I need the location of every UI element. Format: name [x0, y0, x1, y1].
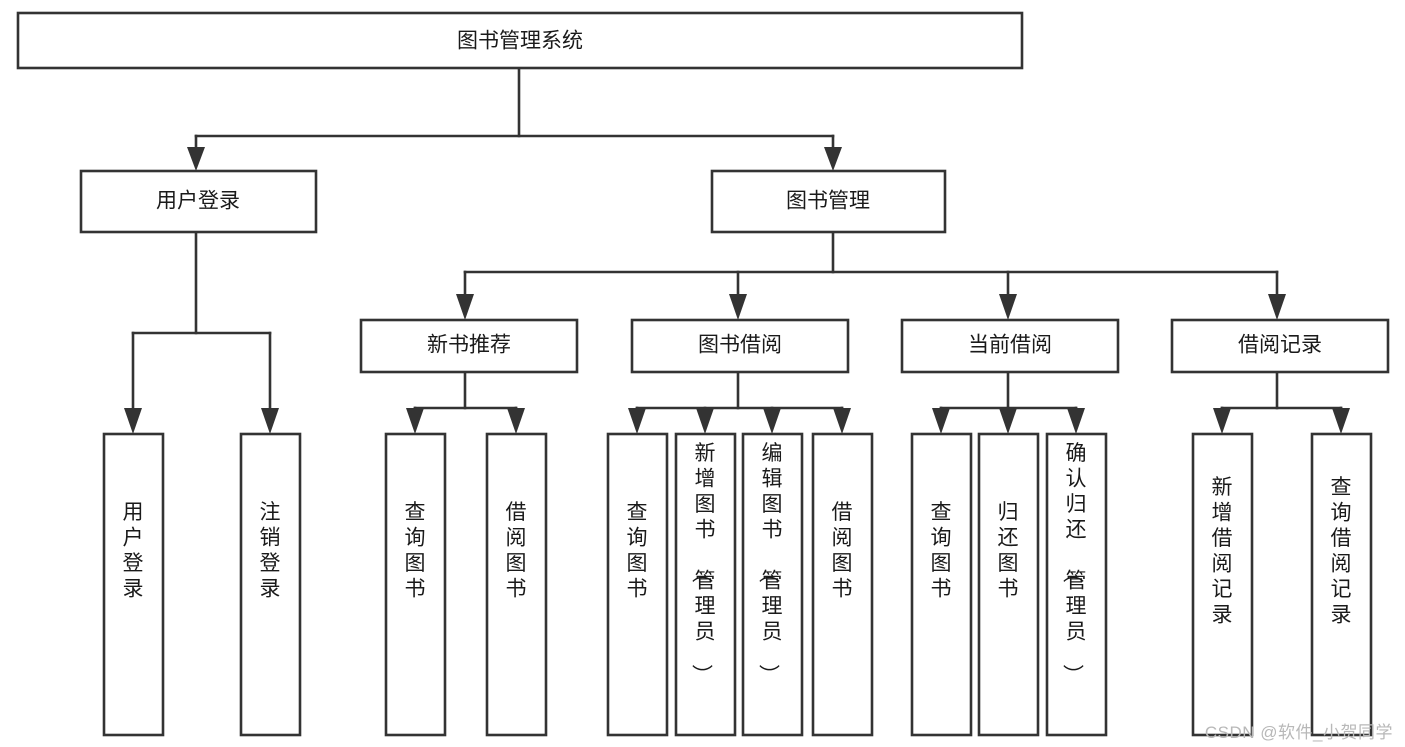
leaf-user-login-box[interactable] — [102, 432, 165, 737]
leaf-return-book[interactable]: 归还图书 — [977, 432, 1040, 737]
connector-book-mgmt-to-level3 — [456, 230, 1286, 320]
node-book-management-box[interactable] — [710, 169, 947, 234]
leaf-add-book-label: 新增图书（管理员） — [690, 442, 716, 685]
node-current-borrow-box[interactable] — [900, 318, 1120, 374]
arrow-to-leaf-borrow-book-2 — [833, 408, 851, 434]
leaf-borrow-book-newbook-label: 借阅图书 — [506, 501, 527, 601]
node-borrow-records-box[interactable] — [1170, 318, 1390, 374]
leaf-query-book-current[interactable]: 查询图书 — [910, 432, 973, 737]
arrow-to-book-borrow — [729, 294, 747, 320]
leaf-query-book-borrow-box[interactable] — [606, 432, 669, 737]
node-new-book-recommend-label: 新书推荐 — [427, 334, 511, 357]
leaf-borrow-book-newbook[interactable]: 借阅图书 — [485, 432, 548, 737]
leaf-query-book-borrow-label: 查询图书 — [627, 501, 648, 601]
connector-root-to-level2 — [187, 66, 842, 171]
arrow-to-leaf-add-record — [1213, 408, 1231, 434]
arrow-to-book-mgmt — [824, 147, 842, 171]
node-new-book-recommend-box[interactable] — [359, 318, 579, 374]
node-book-borrow[interactable]: 图书借阅 — [630, 318, 850, 374]
leaf-query-book-newbook[interactable]: 查询图书 — [384, 432, 447, 737]
node-borrow-records-label: 借阅记录 — [1238, 334, 1322, 357]
leaf-return-book-label: 归还图书 — [998, 501, 1019, 601]
leaf-confirm-return[interactable]: 确认归还（管理员） — [1045, 432, 1108, 737]
arrow-to-leaf-return-book — [999, 408, 1017, 434]
leaf-user-login[interactable]: 用户登录 — [102, 432, 165, 737]
leaf-add-borrow-record-box[interactable] — [1191, 432, 1254, 737]
leaf-confirm-return-label: 确认归还（管理员） — [1061, 442, 1087, 685]
node-current-borrow-label: 当前借阅 — [968, 334, 1052, 357]
leaf-return-book-box[interactable] — [977, 432, 1040, 737]
leaf-logout[interactable]: 注销登录 — [239, 432, 302, 737]
node-root-box[interactable] — [16, 11, 1024, 70]
leaf-query-book-current-label: 查询图书 — [931, 501, 952, 601]
arrow-to-user-login — [187, 147, 205, 171]
watermark-label: CSDN @软件_小贺同学 — [1204, 723, 1393, 742]
arrow-to-leaf-query-book-2 — [628, 408, 646, 434]
node-user-login-label: 用户登录 — [156, 190, 240, 213]
leaf-query-borrow-record-label: 查询借阅记录 — [1331, 476, 1352, 627]
arrow-to-leaf-query-book-3 — [932, 408, 950, 434]
connector-user-login-to-leaves — [124, 230, 279, 434]
arrow-to-current-borrow — [999, 294, 1017, 320]
arrow-to-leaf-user-login — [124, 408, 142, 434]
node-book-borrow-label: 图书借阅 — [698, 334, 782, 357]
arrow-to-leaf-logout — [261, 408, 279, 434]
node-book-borrow-box[interactable] — [630, 318, 850, 374]
leaf-edit-book[interactable]: 编辑图书（管理员） — [741, 432, 804, 737]
arrow-to-leaf-query-record — [1332, 408, 1350, 434]
node-borrow-records[interactable]: 借阅记录 — [1170, 318, 1390, 374]
arrow-to-new-book-rec — [456, 294, 474, 320]
leaf-query-borrow-record-box[interactable] — [1310, 432, 1373, 737]
arrow-to-leaf-confirm-return — [1067, 408, 1085, 434]
leaf-logout-box[interactable] — [239, 432, 302, 737]
leaf-add-book-box[interactable] — [674, 432, 737, 737]
connector-current-borrow-to-leaves — [932, 370, 1085, 434]
leaf-user-login-label: 用户登录 — [123, 501, 144, 601]
node-user-login-box[interactable] — [79, 169, 318, 234]
leaf-edit-book-box[interactable] — [741, 432, 804, 737]
leaf-edit-book-label: 编辑图书（管理员） — [757, 442, 783, 685]
connector-new-book-rec-to-leaves — [406, 370, 525, 434]
connector-borrow-records-to-leaves — [1213, 370, 1350, 434]
leaf-query-borrow-record[interactable]: 查询借阅记录 — [1310, 432, 1373, 737]
arrow-to-leaf-add-book — [696, 408, 714, 434]
leaf-query-book-newbook-box[interactable] — [384, 432, 447, 737]
leaf-borrow-book-newbook-box[interactable] — [485, 432, 548, 737]
connector-book-borrow-to-leaves — [628, 370, 851, 434]
leaf-borrow-book-borrow[interactable]: 借阅图书 — [811, 432, 874, 737]
leaf-query-book-newbook-label: 查询图书 — [405, 501, 426, 601]
node-book-management[interactable]: 图书管理 — [710, 169, 947, 234]
leaf-logout-label: 注销登录 — [260, 501, 281, 601]
leaf-borrow-book-borrow-box[interactable] — [811, 432, 874, 737]
leaf-borrow-book-borrow-label: 借阅图书 — [832, 501, 853, 601]
node-new-book-recommend[interactable]: 新书推荐 — [359, 318, 579, 374]
leaf-confirm-return-box[interactable] — [1045, 432, 1108, 737]
arrow-to-borrow-records — [1268, 294, 1286, 320]
leaf-add-borrow-record[interactable]: 新增借阅记录 — [1191, 432, 1254, 737]
leaf-add-borrow-record-label: 新增借阅记录 — [1212, 476, 1233, 627]
node-current-borrow[interactable]: 当前借阅 — [900, 318, 1120, 374]
node-book-management-label: 图书管理 — [786, 190, 870, 213]
node-root[interactable]: 图书管理系统 — [16, 11, 1024, 70]
leaf-add-book[interactable]: 新增图书（管理员） — [674, 432, 737, 737]
node-root-label: 图书管理系统 — [457, 30, 583, 53]
leaf-query-book-current-box[interactable] — [910, 432, 973, 737]
arrow-to-leaf-edit-book — [763, 408, 781, 434]
arrow-to-leaf-borrow-book-1 — [507, 408, 525, 434]
node-user-login[interactable]: 用户登录 — [79, 169, 318, 234]
arrow-to-leaf-query-book-1 — [406, 408, 424, 434]
leaf-query-book-borrow[interactable]: 查询图书 — [606, 432, 669, 737]
